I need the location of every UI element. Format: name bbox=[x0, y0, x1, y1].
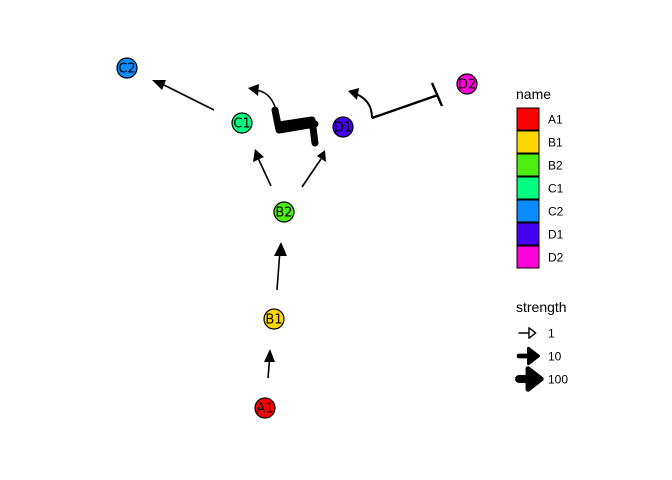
legend-name-label: A1 bbox=[548, 113, 563, 127]
strength-arrow-icon bbox=[515, 366, 544, 392]
arrowhead-icon bbox=[248, 84, 259, 96]
legend-name-item: B1 bbox=[516, 130, 563, 154]
edge-d2-d1-inhibition bbox=[348, 82, 444, 120]
node-label: B2 bbox=[275, 206, 292, 221]
node-a1[interactable]: A1 bbox=[254, 397, 276, 419]
strength-arrow-icon bbox=[516, 346, 540, 366]
node-circle bbox=[456, 73, 478, 95]
arrowhead-icon bbox=[317, 150, 326, 162]
legend-name-label: B2 bbox=[548, 159, 563, 173]
legend-swatch bbox=[516, 153, 540, 177]
legend-strength-title: strength bbox=[516, 299, 567, 315]
node-label: A1 bbox=[256, 402, 273, 417]
legend-name-item: C1 bbox=[516, 176, 564, 200]
node-circle bbox=[231, 112, 253, 134]
node-label: C2 bbox=[118, 62, 135, 77]
edge-b2-d1 bbox=[301, 150, 326, 188]
node-d2[interactable]: D2 bbox=[456, 73, 478, 95]
node-circle bbox=[263, 308, 285, 330]
node-label: C1 bbox=[233, 117, 250, 132]
node-circle bbox=[273, 201, 295, 223]
edge-a1-b1 bbox=[264, 349, 275, 379]
legend-strength-items: 1 10 100 bbox=[515, 327, 568, 392]
arrowhead-icon bbox=[152, 80, 166, 90]
node-label: D2 bbox=[458, 78, 476, 93]
legend-strength-item: 10 bbox=[516, 346, 562, 366]
legend-strength-label: 10 bbox=[548, 350, 562, 364]
arrowhead-icon bbox=[253, 149, 264, 162]
legend-name-title: name bbox=[516, 86, 551, 102]
node-b1[interactable]: B1 bbox=[263, 308, 285, 330]
legend-name-item: D1 bbox=[516, 222, 564, 246]
legend-name-item: B2 bbox=[516, 153, 563, 177]
legend-swatch bbox=[516, 176, 540, 200]
node-b2[interactable]: B2 bbox=[273, 201, 295, 223]
node-label: D1 bbox=[334, 121, 352, 136]
inhibition-bar-icon bbox=[430, 82, 444, 107]
legend-strength-label: 1 bbox=[548, 327, 555, 341]
arrowhead-icon bbox=[348, 88, 359, 100]
legend-swatch bbox=[516, 130, 540, 154]
node-circle bbox=[332, 116, 354, 138]
edge-b2-c1 bbox=[253, 149, 272, 187]
arrowhead-icon bbox=[264, 349, 275, 362]
legend-swatch bbox=[516, 222, 540, 246]
node-circle bbox=[254, 397, 276, 419]
legend-name-item: C2 bbox=[516, 199, 564, 223]
node-d1[interactable]: D1 bbox=[332, 116, 354, 138]
legend-name-item: A1 bbox=[516, 107, 563, 131]
legend-name-label: C2 bbox=[548, 205, 564, 219]
arrowhead-icon bbox=[274, 242, 287, 256]
legend-swatch bbox=[516, 199, 540, 223]
edge-c1-d1-strong bbox=[248, 84, 319, 147]
legend-swatch bbox=[516, 245, 540, 269]
legend-name-label: D1 bbox=[548, 228, 564, 242]
edge-c1-c2 bbox=[152, 80, 215, 111]
edge-b1-b2 bbox=[274, 242, 287, 291]
legend-name-item: D2 bbox=[516, 245, 564, 269]
edges-layer bbox=[152, 80, 444, 379]
legend-name-label: D2 bbox=[548, 251, 564, 265]
legend-name-label: B1 bbox=[548, 136, 563, 150]
node-label: B1 bbox=[265, 313, 282, 328]
node-c2[interactable]: C2 bbox=[116, 57, 138, 79]
legend-strength-item: 1 bbox=[518, 327, 555, 341]
node-circle bbox=[116, 57, 138, 79]
legend-name-label: C1 bbox=[548, 182, 564, 196]
legend-strength-label: 100 bbox=[548, 373, 568, 387]
strength-arrow-icon bbox=[518, 327, 537, 339]
node-c1[interactable]: C1 bbox=[231, 112, 253, 134]
legend-swatch bbox=[516, 107, 540, 131]
legend-strength-item: 100 bbox=[515, 366, 568, 392]
